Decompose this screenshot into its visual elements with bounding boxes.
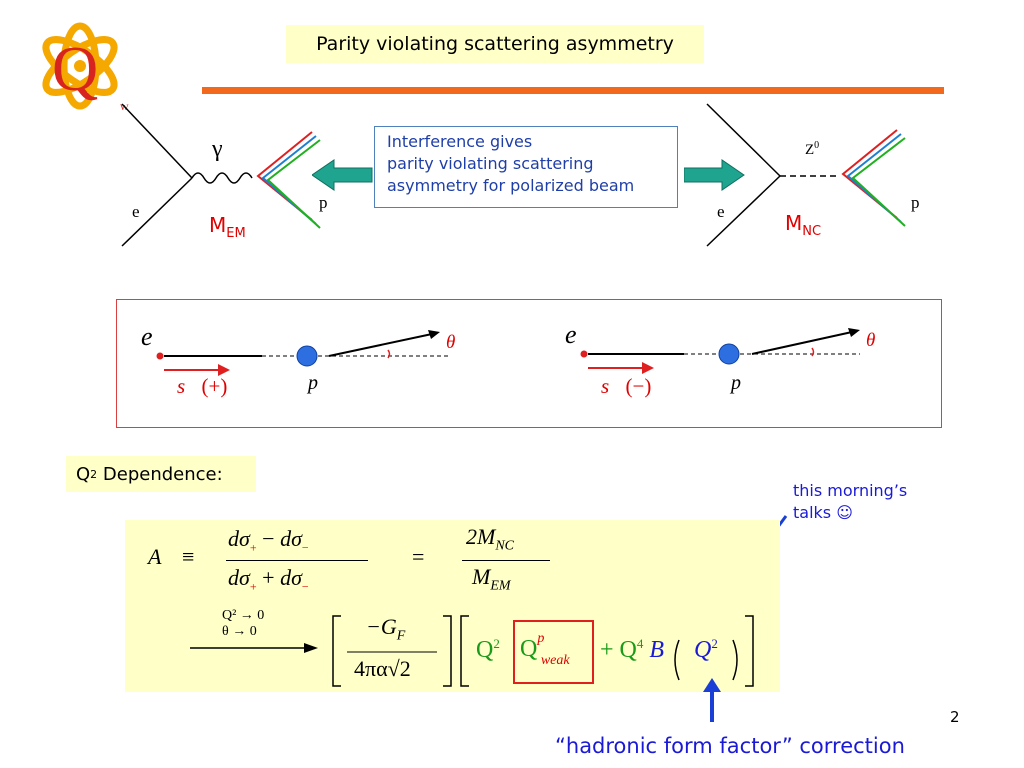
helicity-panel [116,299,942,428]
interference-line-1: Interference gives [387,132,533,151]
photon-label: γ [212,136,223,162]
electron-out-line [706,175,781,247]
qweak-highlight-box [513,620,594,684]
formula-denominator: dσ+ + dσ− [228,565,309,594]
page-title: Parity violating scattering asymmetry [286,25,704,63]
photon-line [191,172,253,184]
formula-equiv: ≡ [182,544,195,569]
correction-arrow [703,678,721,722]
right-proton-label: p [911,193,920,212]
z-boson-label: Z0 [805,140,820,158]
q2-term: Q2 [476,636,500,663]
gf-denominator: 4πα√2 [354,656,411,681]
helicity-right-diagram [580,328,860,374]
qweak-term: Q p weak [520,631,570,668]
proton-lines [841,129,906,227]
right-electron-label: e [717,202,725,221]
bq2-term: Q2 [694,636,718,663]
formula-2mnc: 2MNC [466,524,515,554]
electron-out-line [121,177,193,247]
page-number: 2 [950,708,960,726]
left-theta-label: θ [446,332,456,353]
formula-fraction-bar-2 [462,560,550,561]
left-p-label: p [308,372,318,394]
q4-term: + Q4 B [600,636,665,663]
right-theta-label: θ [866,330,876,351]
qweak-logo: Q w [42,22,129,113]
formula-equals: = [412,544,425,569]
logo-letter: Q [52,33,98,104]
electron-in-line [706,103,781,177]
limit-arrow [190,643,318,653]
asymmetry-formula-panel [125,520,780,692]
morning-talks-note: this morning’s talks ☺ [793,481,908,522]
right-spin-label: s⃗(−) [601,374,652,398]
gf-numerator: −GF [366,614,406,644]
electron-in-line [121,103,193,179]
right-arrow [684,159,745,191]
limit-q2: Q² → 0 [222,608,265,623]
title-underline [202,87,944,94]
m-em-label: MEM [209,213,246,241]
interference-note: Interference gives parity violating scat… [374,126,678,208]
right-e-label: e [565,320,577,349]
interference-line-2: parity violating scattering [387,154,594,173]
hadronic-correction-caption: “hadronic form factor” correction [555,734,905,758]
left-spin-label: s⃗(+) [177,374,228,398]
left-electron-label: e [132,202,140,221]
formula-numerator: dσ+ − dσ− [228,526,309,555]
gf-brackets [332,615,754,687]
formula-mem: MEM [472,564,511,594]
left-e-label: e [141,322,153,351]
nc-feynman-diagram [706,103,906,247]
limit-theta: θ → 0 [222,624,257,639]
em-feynman-diagram [121,103,321,247]
m-nc-label: MNC [785,211,822,239]
formula-fraction-bar-1 [226,560,368,561]
helicity-left-diagram [156,330,450,376]
interference-line-3: asymmetry for polarized beam [387,176,635,195]
right-p-label: p [731,372,741,394]
left-arrow [312,159,373,191]
proton-lines [256,131,321,229]
formula-A: A [148,544,162,569]
left-proton-label: p [319,193,328,212]
